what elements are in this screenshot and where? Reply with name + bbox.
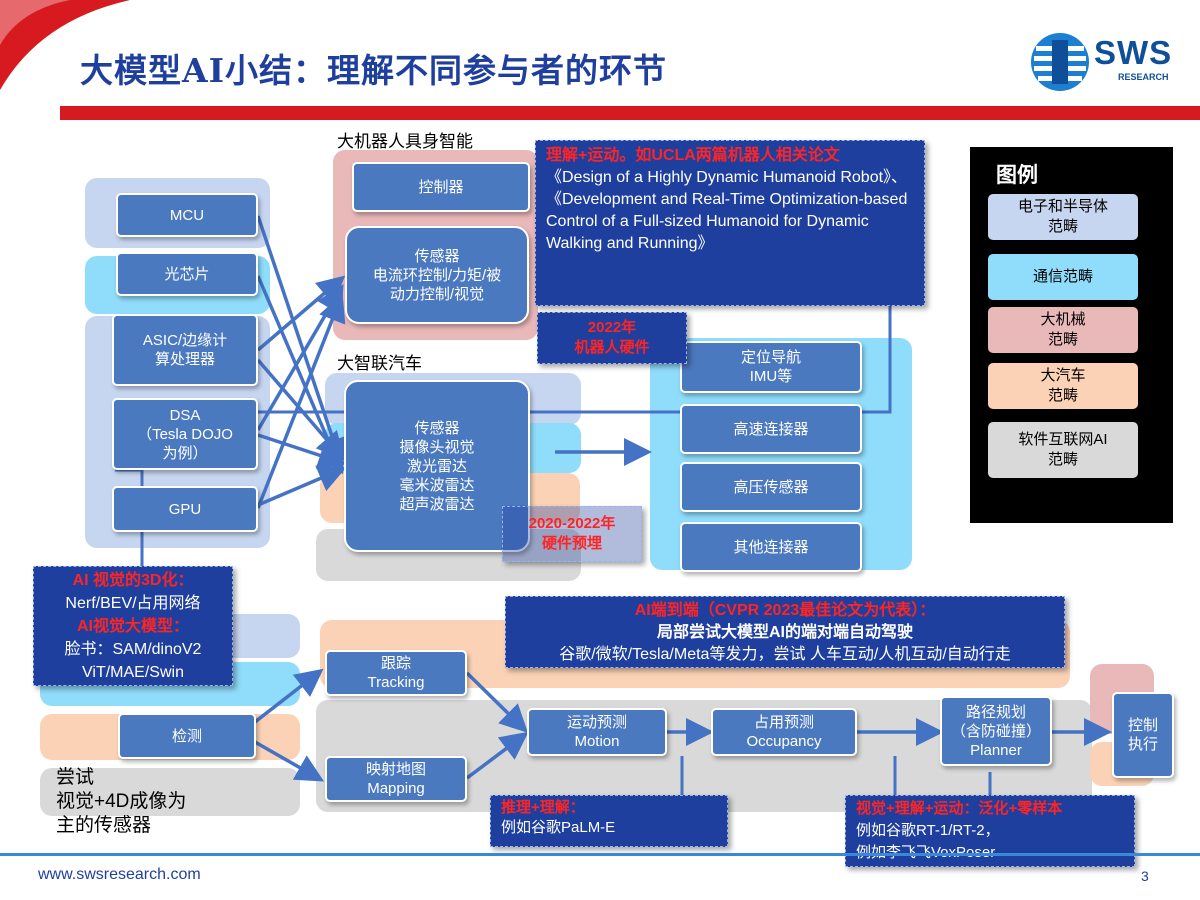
legend-item-automotive: 大汽车 范畴	[988, 363, 1138, 409]
legend-title: 图例	[996, 164, 1038, 187]
node-optical-chip: 光芯片	[116, 252, 258, 296]
callout-reason-head: 推理+理解：	[501, 799, 585, 816]
logo-subtext: RESEARCH	[1118, 72, 1169, 82]
node-motion: 运动预测 Motion	[527, 708, 667, 756]
node-robot-sensor: 传感器 电流环控制/力矩/被 动力控制/视觉	[345, 226, 529, 324]
callout-robot-paper-body: 《Design of a Highly Dynamic Humanoid Rob…	[546, 169, 908, 252]
node-dsa: DSA （Tesla DOJO 为例）	[112, 398, 258, 470]
legend-item-communication: 通信范畴	[988, 254, 1138, 300]
callout-e2e-head: AI端到端（CVPR 2023最佳论文为代表）：	[634, 602, 936, 619]
page-title: 大模型AI小结：理解不同参与者的环节	[80, 51, 668, 90]
callout-robot-paper-head: 理解+运动。如UCLA两篇机器人相关论文	[546, 147, 840, 164]
callout-robot-hardware: 2022年 机器人硬件	[537, 312, 687, 364]
node-hv-sensor: 高压传感器	[680, 462, 862, 512]
legend-item-software: 软件互联网AI 范畴	[988, 422, 1138, 478]
section-label-robot: 大机器人具身智能	[337, 132, 473, 151]
corner-decoration	[0, 0, 130, 90]
sws-logo-icon	[1030, 32, 1090, 92]
callout-reasoning: 推理+理解： 例如谷歌PaLM-E	[490, 795, 728, 847]
node-robot-controller: 控制器	[352, 162, 530, 212]
logo-text: SWS	[1094, 34, 1173, 71]
callout-ai-3d: AI 视觉的3D化： Nerf/BEV/占用网络 AI视觉大模型： 脸书：SAM…	[33, 566, 233, 686]
callout-reason-body: 例如谷歌PaLM-E	[501, 819, 616, 836]
callout-vision-head: 视觉+理解+运动：泛化+零样本	[856, 800, 1063, 817]
callout-robot-paper: 理解+运动。如UCLA两篇机器人相关论文 《Design of a Highly…	[535, 140, 925, 306]
section-label-car: 大智联汽车	[337, 354, 422, 373]
footer-divider	[0, 853, 1200, 856]
footer-url[interactable]: www.swsresearch.com	[38, 866, 201, 883]
node-other-connector: 其他连接器	[680, 522, 862, 572]
node-planner: 路径规划 （含防碰撞） Planner	[940, 696, 1052, 766]
callout-ai3d-line3: ViT/MAE/Swin	[82, 664, 184, 681]
bg-pipe-software	[40, 768, 300, 816]
callout-ai3d-head2: AI视觉大模型：	[76, 618, 189, 635]
node-car-sensor: 传感器 摄像头视觉 激光雷达 毫米波雷达 超声波雷达	[344, 380, 530, 552]
callout-end-to-end: AI端到端（CVPR 2023最佳论文为代表）： 局部尝试大模型AI的端对端自动…	[505, 596, 1065, 668]
legend-panel: 图例 电子和半导体 范畴 通信范畴 大机械 范畴 大汽车 范畴 软件互联网AI …	[970, 147, 1173, 523]
callout-vision-line2: 例如李飞飞VoxPoser	[856, 842, 1124, 864]
legend-item-semiconductor: 电子和半导体 范畴	[988, 194, 1138, 240]
node-occupancy: 占用预测 Occupancy	[711, 708, 857, 756]
node-nav-imu: 定位导航 IMU等	[680, 341, 862, 393]
callout-ai3d-line2: 脸书：SAM/dinoV2	[64, 641, 202, 658]
node-tracking: 跟踪 Tracking	[325, 650, 467, 696]
node-control-exec: 控制 执行	[1112, 692, 1174, 778]
legend-item-machinery: 大机械 范畴	[988, 307, 1138, 353]
attempt-sensor-label: 尝试 视觉+4D成像为 主的传感器	[56, 767, 187, 836]
callout-e2e-line2: 谷歌/微软/Tesla/Meta等发力，尝试 人车互动/人机互动/自动行走	[559, 646, 1011, 663]
node-detect: 检测	[118, 713, 256, 759]
callout-e2e-line1: 局部尝试大模型AI的端对端自动驾驶	[656, 624, 913, 641]
node-gpu: GPU	[112, 486, 258, 532]
title-underline	[60, 106, 1200, 120]
callout-hardware-preinstall: 2020-2022年 硬件预埋	[502, 506, 642, 562]
node-asic: ASIC/边缘计 算处理器	[112, 314, 258, 386]
callout-vision-motion: 视觉+理解+运动：泛化+零样本 例如谷歌RT-1/RT-2， 例如李飞飞VoxP…	[845, 795, 1135, 867]
page-number: 3	[1141, 868, 1149, 884]
callout-vision-line1: 例如谷歌RT-1/RT-2，	[856, 822, 1000, 839]
node-highspeed-connector: 高速连接器	[680, 404, 862, 454]
node-mapping: 映射地图 Mapping	[325, 756, 467, 802]
node-mcu: MCU	[116, 193, 258, 237]
callout-ai3d-head1: AI 视觉的3D化：	[72, 572, 194, 589]
callout-ai3d-line1: Nerf/BEV/占用网络	[65, 595, 201, 612]
